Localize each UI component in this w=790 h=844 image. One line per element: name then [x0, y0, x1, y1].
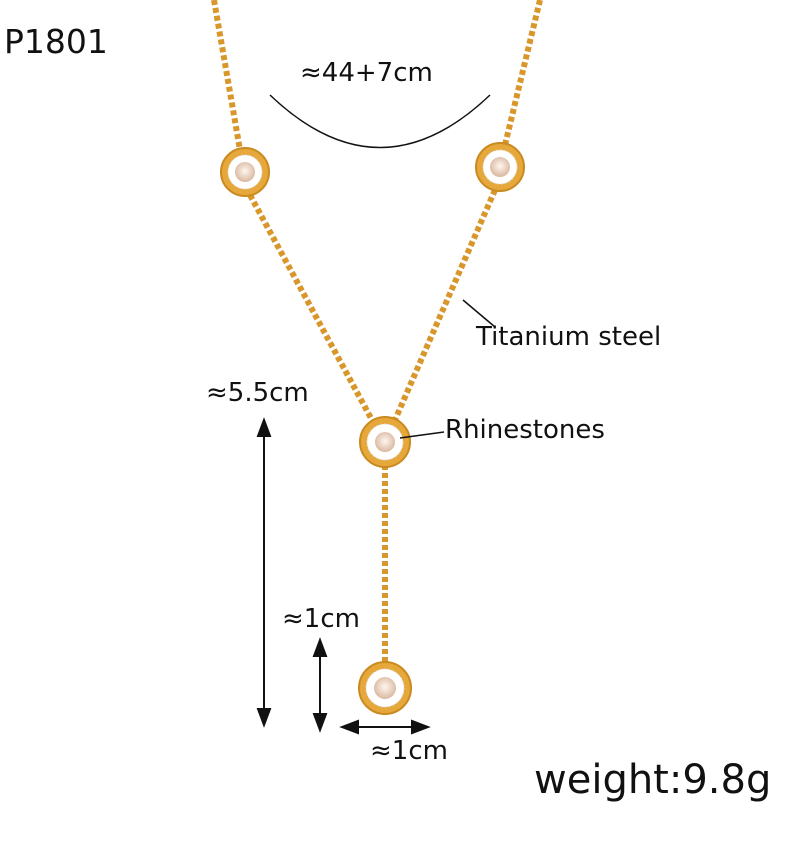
pendant	[220, 147, 270, 197]
pendant	[359, 416, 411, 468]
pendant	[358, 661, 412, 715]
dimension-marks	[256, 94, 496, 735]
pendant-height-label: ≈1cm	[282, 604, 360, 634]
pendant	[475, 142, 525, 192]
weight-label: weight:9.8g	[534, 757, 772, 803]
product-code: P1801	[4, 22, 108, 61]
length-label: ≈44+7cm	[300, 58, 433, 88]
material-label: Titanium steel	[476, 322, 662, 352]
drop-length-label: ≈5.5cm	[206, 378, 309, 408]
pendant-width-label: ≈1cm	[370, 736, 448, 766]
stones-label: Rhinestones	[445, 415, 605, 445]
chain	[211, 0, 543, 662]
